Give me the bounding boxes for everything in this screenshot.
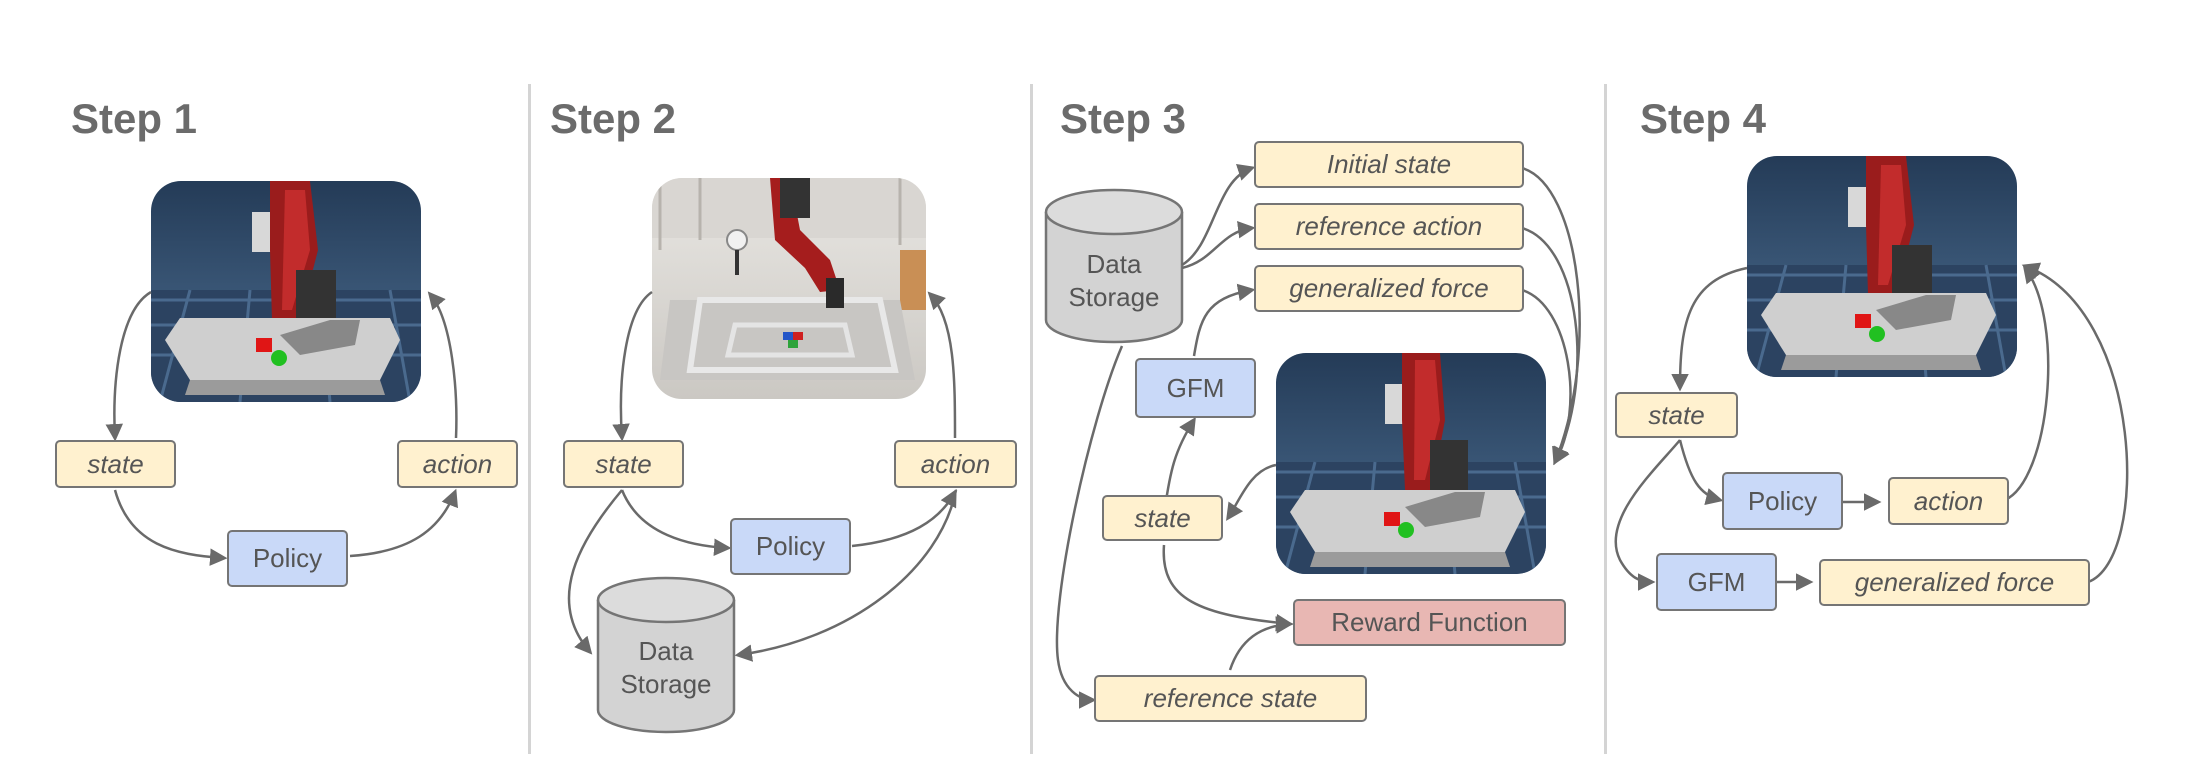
arrows-step3 — [1055, 164, 1581, 709]
arrows-step4 — [1614, 262, 2129, 591]
policy-node-step1: Policy — [227, 530, 348, 587]
policy-node-step4: Policy — [1722, 472, 1843, 530]
robot-scene-image-step3 — [1276, 353, 1546, 574]
divider-1 — [528, 84, 531, 754]
robot-scene-image-step1 — [151, 181, 421, 402]
divider-3 — [1604, 84, 1607, 754]
reference-state-node: reference state — [1094, 675, 1367, 722]
arrows-step2 — [567, 290, 958, 662]
data-storage-label-step2: Data Storage — [598, 635, 734, 701]
reference-action-node: reference action — [1254, 203, 1524, 250]
gfm-node-step3: GFM — [1135, 358, 1256, 418]
data-storage-cylinder-step2 — [596, 576, 736, 734]
reward-function-node: Reward Function — [1293, 599, 1566, 646]
state-node-step4: state — [1615, 392, 1738, 438]
robot-scene-image-step4 — [1747, 156, 2017, 377]
data-storage-line2: Storage — [1068, 282, 1160, 312]
step-2-title: Step 2 — [550, 95, 677, 142]
action-node-step2: action — [894, 440, 1017, 488]
policy-node-step2: Policy — [730, 518, 851, 575]
arrows-step1 — [105, 290, 458, 566]
data-storage-cylinder-step3 — [1044, 188, 1184, 344]
data-storage-line1: Data — [638, 636, 694, 666]
gfm-node-step4: GFM — [1656, 553, 1777, 611]
state-node-step2: state — [563, 440, 684, 488]
divider-2 — [1030, 84, 1033, 754]
generalized-force-node-step3: generalized force — [1254, 265, 1524, 312]
state-node-step1: state — [55, 440, 176, 488]
state-node-step3: state — [1102, 495, 1223, 541]
generalized-force-node-step4: generalized force — [1819, 559, 2090, 606]
step-3-title: Step 3 — [1060, 95, 1187, 142]
robot-scene-image-step2 — [652, 178, 926, 399]
action-node-step1: action — [397, 440, 518, 488]
step-1-title: Step 1 — [71, 95, 198, 142]
data-storage-line2: Storage — [620, 669, 712, 699]
step-4-title: Step 4 — [1640, 95, 1767, 142]
action-node-step4: action — [1888, 477, 2009, 525]
data-storage-line1: Data — [1086, 249, 1142, 279]
initial-state-node: Initial state — [1254, 141, 1524, 188]
data-storage-label-step3: Data Storage — [1046, 248, 1182, 314]
